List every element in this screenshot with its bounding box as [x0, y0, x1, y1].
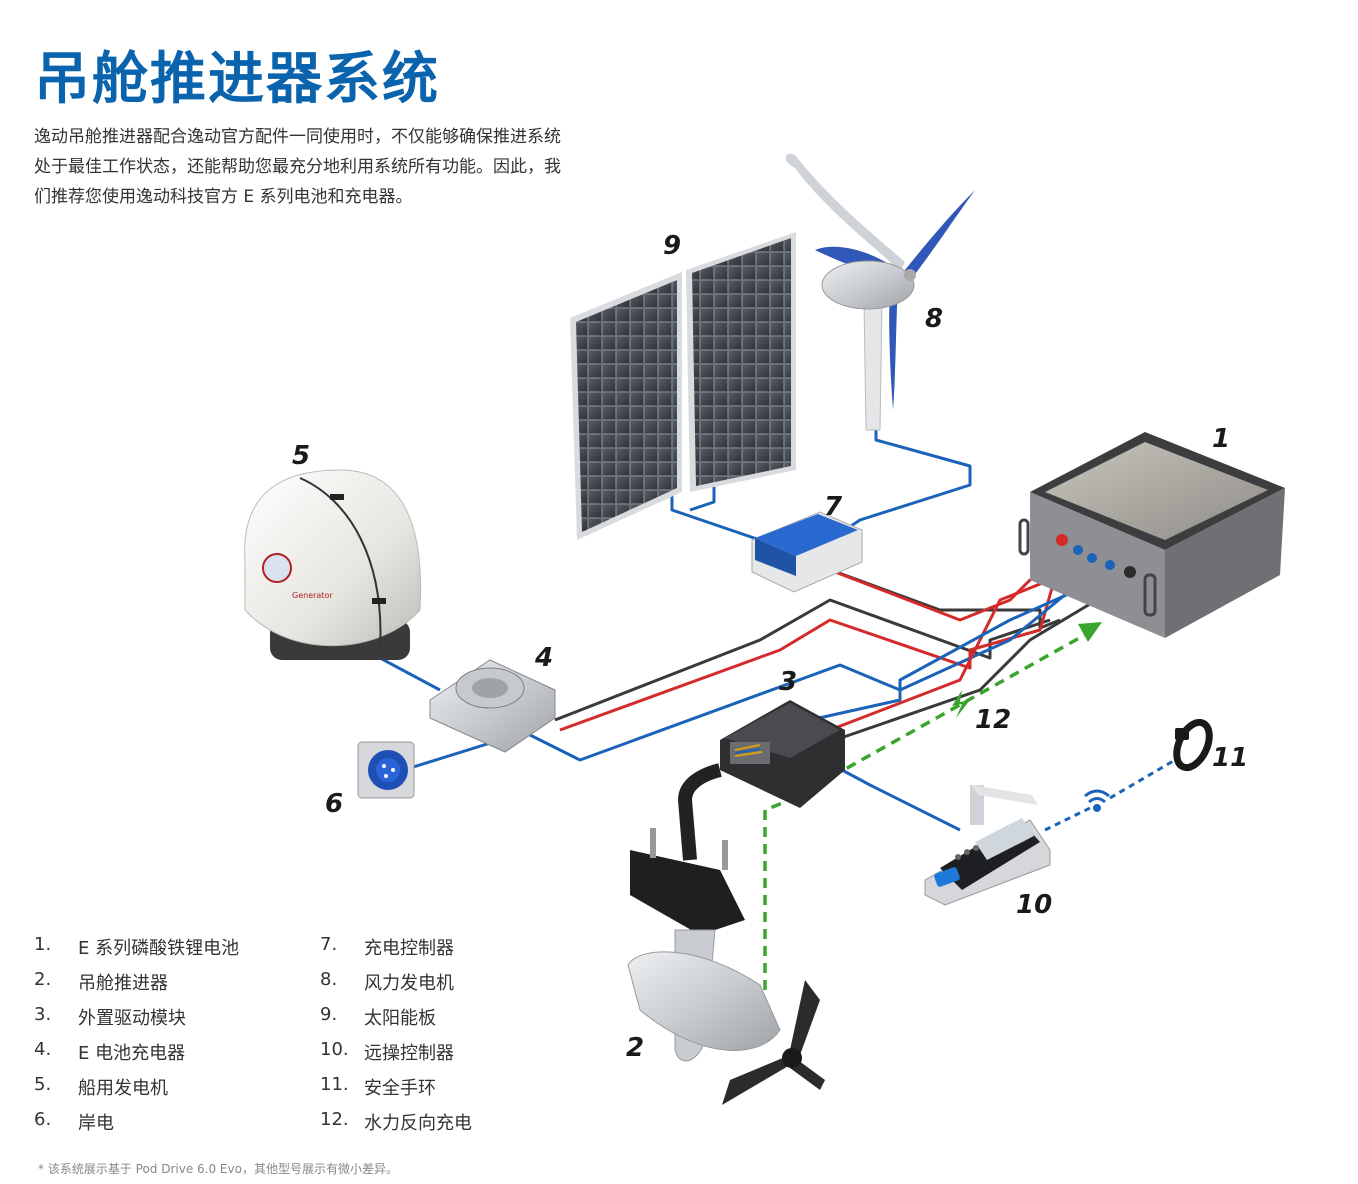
- legend-label: 岸电: [78, 1113, 114, 1134]
- callout-9: 9: [663, 231, 681, 261]
- legend-number: 1.: [34, 934, 52, 955]
- charge-controller: [751, 511, 863, 593]
- legend-item: 8. 风力发电机: [320, 969, 472, 1004]
- legend-number: 4.: [34, 1039, 52, 1060]
- wind-turbine: [785, 153, 975, 431]
- wire-solar-to-controller: [670, 496, 761, 542]
- callout-12: 12: [975, 705, 1011, 735]
- shore-power-socket: [357, 741, 415, 799]
- wire-module-blue: [809, 578, 1101, 722]
- wire-charger-red: [559, 559, 1062, 732]
- external-drive-module: [720, 700, 845, 808]
- callout-5: 5: [292, 441, 310, 471]
- legend-number: 5.: [34, 1074, 52, 1095]
- wire-charger-black: [554, 598, 1051, 722]
- pod-drive: [627, 763, 825, 1105]
- legend-label: 太阳能板: [364, 1008, 436, 1029]
- wifi-icon: [1084, 789, 1110, 812]
- legend-left: 1.E 系列磷酸铁锂电池 2.吊舱推进器 3.外置驱动模块 4.E 电池充电器 …: [34, 934, 239, 1144]
- legend-label: 外置驱动模块: [78, 1008, 186, 1029]
- legend-item: 1. E 系列磷酸铁锂电池: [34, 934, 239, 969]
- legend-label: 风力发电机: [364, 973, 454, 994]
- footnote: * 该系统展示基于 Pod Drive 6.0 Evo，其他型号展示有微小差异。: [38, 1162, 398, 1176]
- regen-charging-path: [763, 630, 1091, 990]
- callout-7: 7: [824, 492, 843, 522]
- legend-label: 充电控制器: [364, 938, 454, 959]
- legend-item: 12. 水力反向充电: [320, 1109, 472, 1144]
- generator-logo-text: Generator: [292, 591, 333, 600]
- marine-generator: Generator: [244, 469, 422, 660]
- legend-item: 3. 外置驱动模块: [34, 1004, 239, 1039]
- legend-label: E 电池充电器: [78, 1043, 186, 1064]
- legend-item: 7. 充电控制器: [320, 934, 472, 969]
- legend-label: 吊舱推进器: [78, 973, 168, 994]
- callout-11: 11: [1212, 743, 1248, 773]
- wire-charger-blue: [519, 564, 1101, 762]
- legend-label: 船用发电机: [78, 1078, 168, 1099]
- legend-number: 12.: [320, 1109, 349, 1130]
- legend-number: 8.: [320, 969, 338, 990]
- battery-charger: [429, 659, 556, 753]
- regen-arrowhead: [1078, 622, 1102, 642]
- callout-3: 3: [779, 667, 797, 697]
- legend-item: 4. E 电池充电器: [34, 1039, 239, 1074]
- legend-item: 2. 吊舱推进器: [34, 969, 239, 1004]
- callout-10: 10: [1016, 890, 1052, 920]
- wire-module-black: [834, 578, 1131, 742]
- remote-control: [924, 785, 1051, 906]
- safety-wristband: [1173, 718, 1213, 772]
- legend-number: 7.: [320, 934, 338, 955]
- callout-2: 2: [626, 1033, 644, 1063]
- callout-8: 8: [925, 304, 943, 334]
- legend-label: 远操控制器: [364, 1043, 454, 1064]
- legend-item: 10. 远操控制器: [320, 1039, 472, 1074]
- wire-wind-to-controller: [844, 425, 972, 532]
- legend-number: 6.: [34, 1109, 52, 1130]
- wire-module-to-remote: [841, 768, 961, 832]
- legend-number: 9.: [320, 1004, 338, 1025]
- callout-4: 4: [534, 643, 553, 673]
- solar-panels: [570, 232, 796, 540]
- legend-number: 10.: [320, 1039, 349, 1060]
- wire-shore-to-charger: [409, 738, 501, 770]
- legend-item: 9. 太阳能板: [320, 1004, 472, 1039]
- callout-6: 6: [325, 789, 343, 819]
- legend-number: 11.: [320, 1074, 349, 1095]
- page-title: 吊舱推进器系统: [34, 47, 440, 112]
- legend-label: 水力反向充电: [364, 1113, 472, 1134]
- callout-1: 1: [1212, 424, 1230, 454]
- wireless-link: [1044, 758, 1176, 832]
- wire-controller-black: [819, 564, 1061, 630]
- wire-solar-to-controller-2: [689, 486, 716, 512]
- wire-module-red: [829, 574, 1061, 732]
- legend-label: E 系列磷酸铁锂电池: [78, 938, 240, 959]
- legend-item: 5. 船用发电机: [34, 1074, 239, 1109]
- legend-item: 6. 岸电: [34, 1109, 239, 1144]
- intro-paragraph: 逸动吊舱推进器配合逸动官方配件一同使用时，不仅能够确保推进系统处于最佳工作状态，…: [34, 127, 561, 207]
- lightning-icon: [952, 690, 970, 718]
- legend-number: 3.: [34, 1004, 52, 1025]
- legend-right: 7.充电控制器 8.风力发电机 9.太阳能板 10.远操控制器 11.安全手环 …: [320, 934, 472, 1144]
- legend-number: 2.: [34, 969, 52, 990]
- legend-item: 11. 安全手环: [320, 1074, 472, 1109]
- battery: [1018, 432, 1285, 638]
- legend-label: 安全手环: [364, 1078, 436, 1099]
